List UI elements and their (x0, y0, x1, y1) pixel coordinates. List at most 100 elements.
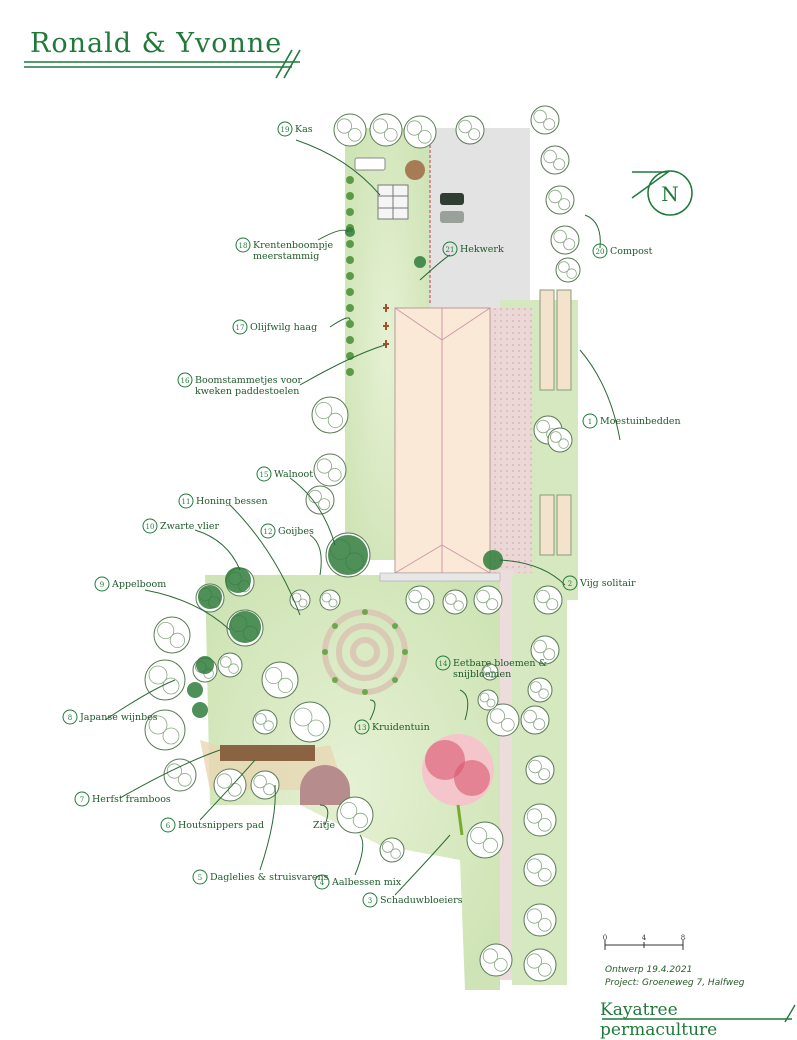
label-number-circle (562, 575, 578, 591)
label-number-circle (74, 791, 90, 807)
label-text: Goijbes (278, 526, 314, 537)
shrub (198, 585, 222, 609)
leader-line (259, 784, 276, 871)
tree-canopy (319, 589, 341, 611)
greenhouse (377, 184, 409, 220)
tree-canopy (466, 821, 504, 859)
label-number-circle (314, 874, 330, 890)
zitje-seat (300, 765, 350, 805)
label-text: Houtsnippers pad (178, 820, 264, 831)
leader-line (299, 344, 386, 386)
label-number: 5 (198, 874, 202, 882)
label-number: 3 (368, 897, 372, 905)
label-daglelies: 5 Daglelies & struisvarens (192, 784, 329, 885)
tree-canopy (379, 837, 405, 863)
label-text: Olijfwilg haag (250, 322, 317, 333)
tree-canopy (550, 225, 580, 255)
tree-canopy (405, 585, 435, 615)
label-text: Eetbare bloemen & (453, 658, 547, 669)
label-number: 20 (596, 248, 605, 256)
label-olijfwilg: 17 Olijfwilg haag (232, 317, 351, 335)
label-text: Krentenboompje (253, 240, 333, 251)
vegetable-beds (539, 289, 572, 556)
tree-canopy (530, 105, 560, 135)
scale-tick-4: 4 (642, 934, 647, 942)
framboos-bed (220, 745, 315, 761)
tree-canopy (217, 652, 243, 678)
shrub (483, 550, 503, 570)
tree-canopy (523, 948, 557, 982)
label-number-circle (232, 319, 248, 335)
label-walnoot: 15 Walnoot (256, 466, 336, 546)
tree-canopies (144, 105, 581, 982)
label-number: 14 (439, 660, 448, 668)
brand-underline (602, 1004, 796, 1023)
compost-round (405, 160, 425, 180)
label-number: 13 (358, 724, 367, 732)
label-number: 10 (146, 523, 155, 531)
label-text: Zitje (313, 820, 335, 831)
tree-canopy (523, 803, 557, 837)
leader-line (369, 699, 376, 721)
label-text: Aalbessen mix (331, 877, 402, 888)
leader-line (319, 804, 329, 826)
label-text: Zwarte vlier (160, 521, 219, 532)
leader-line (394, 834, 451, 896)
label-number-circle (94, 576, 110, 592)
shrub (328, 535, 368, 575)
label-number: 15 (260, 471, 269, 479)
tree-canopy (305, 485, 335, 515)
leader-line (229, 504, 301, 616)
label-zwarte: 10 Zwarte vlier (142, 518, 241, 571)
tree-canopy (530, 635, 560, 665)
label-number-circle (256, 466, 272, 482)
tree-canopy (477, 689, 499, 711)
leader-line (144, 589, 231, 631)
label-text: Kas (295, 124, 313, 135)
label-text: Moestuinbedden (600, 416, 681, 427)
tree-canopy (289, 701, 331, 743)
tree-canopy (289, 589, 311, 611)
house (379, 307, 501, 582)
brand-name: Kayatree permaculture (600, 1000, 718, 1040)
tree-canopy (533, 585, 563, 615)
label-number: 1 (588, 418, 592, 426)
shrub (187, 682, 203, 698)
label-text: Daglelies & struisvarens (210, 872, 329, 883)
tree-canopy (333, 113, 367, 147)
label-number: 17 (236, 324, 245, 332)
tree-canopy (525, 755, 555, 785)
tree-canopy (336, 796, 374, 834)
tree-canopy (520, 705, 550, 735)
tree-canopy (213, 768, 247, 802)
label-text-line2: meerstammig (253, 251, 319, 262)
label-text: Herfst framboos (92, 794, 171, 805)
scale-tick-0: 0 (603, 934, 607, 942)
leader-line (104, 679, 176, 721)
label-text: Vijg solitair (579, 578, 636, 589)
tree-canopy (250, 770, 280, 800)
mushroom-logs (383, 304, 389, 348)
tree-canopy (403, 115, 437, 149)
label-text: Compost (610, 246, 653, 257)
leader-line (289, 477, 336, 546)
label-number: 12 (264, 528, 273, 536)
compass-letter: N (661, 182, 679, 206)
paver-path (488, 308, 532, 573)
label-text: Walnoot (274, 469, 313, 480)
label-number: 18 (239, 242, 248, 250)
label-number: 2 (568, 580, 572, 588)
label-zitje: Zitje (313, 804, 335, 831)
label-number-circle (235, 237, 251, 253)
leader-line (194, 529, 241, 571)
label-number: 9 (100, 581, 104, 589)
compass-north: N (631, 170, 693, 216)
shrub (192, 702, 208, 718)
